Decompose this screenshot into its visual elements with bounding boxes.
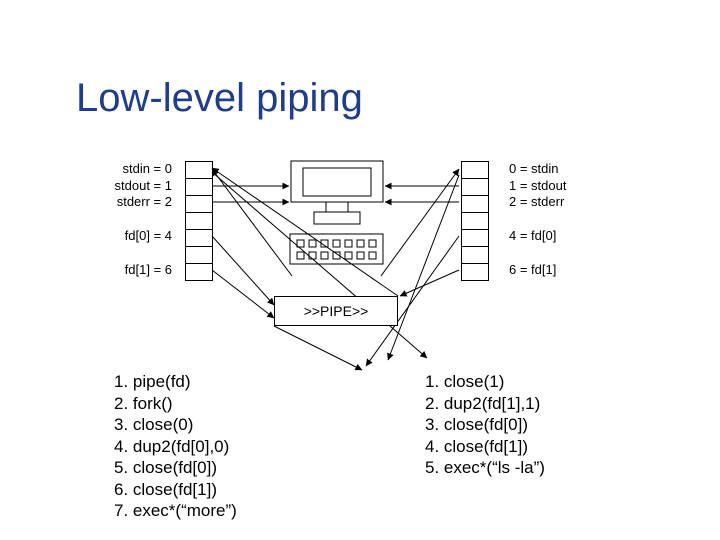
arrow-left-fd0-pipe — [211, 235, 275, 306]
left-fd-label-stdout: stdout = 1 — [114, 178, 172, 193]
arrow-pipe-to-steps — [273, 325, 363, 371]
fd-cell — [462, 212, 488, 229]
left-steps-list: 1. pipe(fd) 2. fork() 3. close(0) 4. dup… — [114, 371, 237, 522]
right-step-item: 5. exec*(“ls -la”) — [425, 458, 545, 477]
arrow-keyboard-to-right-stdin — [380, 168, 460, 277]
left-fd-label-fd1: fd[1] = 6 — [124, 262, 172, 277]
right-fd-label-stdout: 1 = stdout — [509, 178, 567, 193]
right-step-item: 3. close(fd[0]) — [425, 415, 528, 434]
right-fd-label-stderr: 2 = stderr — [509, 194, 565, 209]
right-step-item: 1. close(1) — [425, 372, 505, 391]
fd-cell — [186, 161, 212, 178]
left-step-item: 2. fork() — [114, 393, 173, 413]
fd-cell — [186, 212, 212, 229]
left-step-item: 4. dup2(fd[0],0) — [114, 436, 230, 456]
arrow-left-to-right-step — [211, 171, 428, 359]
left-fd-label-stderr: stderr = 2 — [116, 194, 172, 209]
monitor-icon — [290, 160, 384, 225]
left-step-item: 6. close(fd[1]) — [114, 479, 217, 499]
arrow-left-fd1-pipe — [211, 269, 275, 319]
arrow-keyboard-to-left-stdin — [211, 168, 293, 277]
fd-cell — [186, 178, 212, 195]
right-fd-label-fd0: 4 = fd[0] — [509, 228, 557, 243]
fd-cell — [186, 263, 212, 281]
fd-cell — [186, 246, 212, 263]
left-step-item: 5. close(fd[0]) — [114, 458, 217, 477]
right-fd-label-stdin: 0 = stdin — [509, 161, 559, 176]
right-step-item: 4. close(fd[1]) — [425, 436, 528, 456]
fd-cell — [186, 195, 212, 212]
left-step-item: 1. pipe(fd) — [114, 372, 191, 391]
fd-cell — [462, 195, 488, 212]
left-fd-table — [185, 161, 213, 281]
fd-cell — [462, 161, 488, 178]
left-step-item: 7. exec*(“more”) — [114, 501, 237, 520]
left-step-item: 3. close(0) — [114, 415, 194, 434]
arrow-right-fd1-pipe — [399, 269, 460, 297]
fd-cell — [462, 178, 488, 195]
pipe-box: >>PIPE>> — [274, 296, 398, 326]
fd-cell — [462, 229, 488, 246]
page-title: Low-level piping — [76, 76, 363, 120]
right-step-item: 2. dup2(fd[1],1) — [425, 393, 541, 413]
arrow-pipe-to-left-stdin — [211, 167, 399, 297]
fd-cell — [462, 263, 488, 281]
left-fd-label-stdin: stdin = 0 — [122, 161, 172, 176]
keyboard-icon — [289, 233, 384, 265]
fd-cell — [186, 229, 212, 246]
fd-cell — [462, 246, 488, 263]
right-fd-label-fd1: 6 = fd[1] — [509, 262, 557, 277]
right-steps-list: 1. close(1) 2. dup2(fd[1],1) 3. close(fd… — [425, 371, 545, 479]
left-fd-label-fd0: fd[0] = 4 — [124, 228, 172, 243]
arrow-right-stdout-to-steps — [387, 174, 460, 361]
arrow-right-fd0-to-steps — [365, 235, 460, 367]
right-fd-table — [461, 161, 489, 281]
